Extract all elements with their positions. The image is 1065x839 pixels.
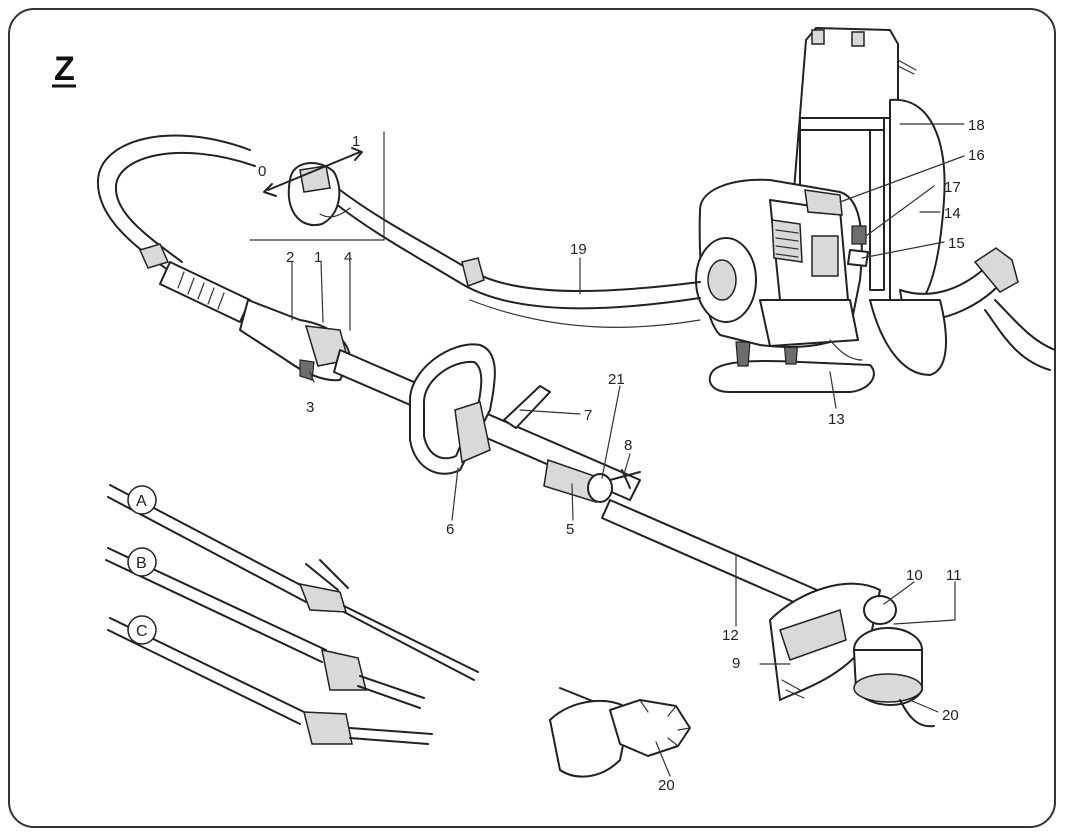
throttle-switch-inset: 0 1 bbox=[249, 131, 385, 241]
frame-clip-right bbox=[851, 31, 865, 47]
attachment-marker-a: A bbox=[127, 485, 157, 515]
part-label-18: 18 bbox=[968, 117, 985, 134]
part-label-20: 20 bbox=[942, 707, 959, 724]
cable-connector bbox=[138, 243, 170, 269]
frame-clip-left bbox=[811, 29, 825, 45]
attachment-c-bar bbox=[349, 727, 433, 745]
part-label-6: 6 bbox=[446, 521, 454, 538]
attachment-marker-c: C bbox=[127, 615, 157, 645]
attachment-a-head bbox=[298, 582, 348, 613]
coupling-lock-knob bbox=[587, 473, 613, 503]
throttle-cable bbox=[469, 299, 701, 328]
grip-ribs bbox=[177, 271, 225, 310]
leader-lines bbox=[291, 123, 965, 777]
loop-handle-clamp bbox=[454, 401, 491, 464]
attachment-a-handle bbox=[305, 559, 349, 591]
drive-shaft-outer bbox=[339, 189, 701, 292]
part-label-15: 15 bbox=[948, 235, 965, 252]
gear-head bbox=[863, 595, 897, 625]
attachment-c-head bbox=[303, 711, 353, 745]
guard-ribs bbox=[781, 679, 805, 699]
switch-label-on: 1 bbox=[352, 133, 360, 150]
throttle-trigger bbox=[319, 207, 351, 218]
shaft-clamp bbox=[461, 257, 485, 287]
figure-letter: Z bbox=[54, 50, 75, 88]
attachment-c-hedge-cutter bbox=[107, 617, 433, 745]
attachment-a-bar bbox=[343, 605, 479, 681]
switch-label-off: 0 bbox=[258, 163, 266, 180]
switch-arrow-head-off bbox=[263, 183, 277, 197]
part-label-4: 4 bbox=[344, 249, 352, 266]
switch-arrow-head-on bbox=[351, 147, 363, 161]
anti-vibration-mount-1 bbox=[735, 341, 751, 367]
strap-buckle bbox=[973, 247, 1019, 293]
part-label-9: 9 bbox=[732, 655, 740, 672]
flexible-drive-shaft bbox=[96, 134, 701, 328]
part-label-2: 2 bbox=[286, 249, 294, 266]
part-label-14: 14 bbox=[944, 205, 961, 222]
grille-slats bbox=[775, 229, 799, 258]
starter-grip bbox=[847, 249, 869, 267]
hip-pad bbox=[869, 299, 947, 376]
harness-hook bbox=[503, 385, 551, 429]
svg-text:B: B bbox=[136, 555, 147, 572]
part-label-10: 10 bbox=[906, 567, 923, 584]
part-label-5: 5 bbox=[566, 521, 574, 538]
part-label-3: 3 bbox=[306, 399, 314, 416]
main-shaft-assembly bbox=[239, 299, 841, 619]
svg-text:C: C bbox=[136, 623, 148, 640]
blade-teeth bbox=[639, 699, 691, 747]
frame-crossbar bbox=[799, 117, 885, 131]
choke-lever bbox=[851, 225, 867, 245]
fuel-cap bbox=[804, 189, 843, 216]
trimmer-head-assembly bbox=[769, 582, 935, 728]
part-label-16: 16 bbox=[968, 147, 985, 164]
part-label-8: 8 bbox=[624, 437, 632, 454]
exhaust-guard bbox=[829, 339, 863, 361]
part-label-13: 13 bbox=[828, 411, 845, 428]
drive-shaft-inner bbox=[335, 203, 701, 310]
switch-arrow-shaft bbox=[267, 151, 361, 191]
handle-grip-sleeve bbox=[159, 261, 251, 323]
loop-handle-inner bbox=[423, 360, 483, 460]
part-label-7: 7 bbox=[584, 407, 592, 424]
upper-drive-tube bbox=[333, 349, 641, 501]
engine-label-panel bbox=[811, 235, 839, 277]
cutting-line bbox=[899, 699, 935, 728]
engine-lower bbox=[759, 299, 859, 347]
part-label-11: 11 bbox=[946, 567, 962, 584]
wing-bolt bbox=[609, 469, 641, 489]
part-label-1: 1 bbox=[314, 249, 322, 266]
part-label-20-blade: 20 bbox=[658, 777, 675, 794]
line-head-bottom bbox=[853, 673, 923, 703]
frame-strap-tab bbox=[897, 59, 917, 75]
back-pad bbox=[889, 98, 946, 311]
svg-text:A: A bbox=[136, 493, 147, 510]
base-plate bbox=[708, 360, 875, 393]
part-label-21: 21 bbox=[608, 371, 625, 388]
part-label-17: 17 bbox=[944, 179, 961, 196]
blade-attachment bbox=[549, 687, 691, 778]
attachment-b-head bbox=[321, 649, 367, 691]
attachment-a-hedge-trimmer bbox=[107, 484, 479, 681]
backpack-engine-unit bbox=[695, 27, 1056, 393]
part-label-19: 19 bbox=[570, 241, 587, 258]
cable-loop-inner bbox=[114, 151, 256, 263]
strap-end bbox=[984, 299, 1056, 371]
throttle-trigger-main bbox=[299, 359, 315, 381]
cable-loop-outer bbox=[96, 134, 251, 276]
clutch-cover bbox=[707, 259, 737, 301]
attachment-b-bar bbox=[357, 675, 425, 709]
guard-extension bbox=[779, 609, 847, 661]
part-label-12: 12 bbox=[722, 627, 739, 644]
stop-switch bbox=[299, 165, 331, 193]
attachment-marker-b: B bbox=[127, 547, 157, 577]
